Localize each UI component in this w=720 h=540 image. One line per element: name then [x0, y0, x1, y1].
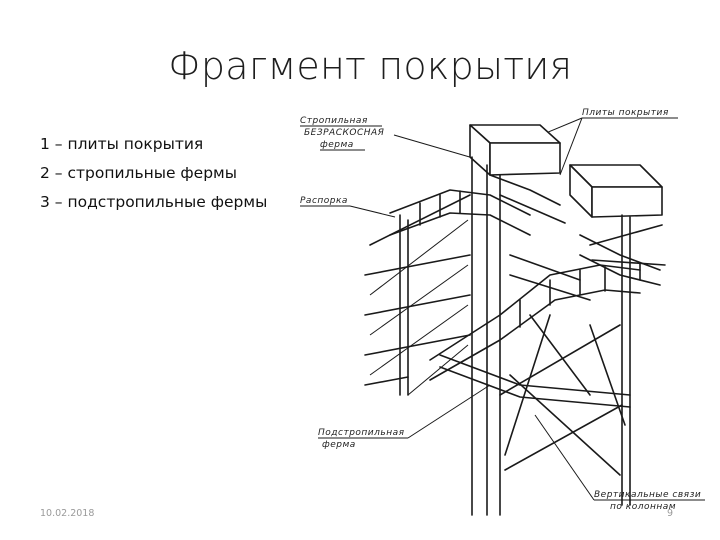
- label-bracing-1: Вертикальные связи: [594, 490, 701, 500]
- slide-title: Фрагмент покрытия: [168, 44, 573, 88]
- roof-structure-drawing: Стропильная БЕЗРАСКОСНАЯ ферма Плиты пок…: [300, 108, 705, 516]
- left-struts: [364, 194, 471, 396]
- label-strut: Распорка: [300, 196, 348, 206]
- vertical-bracing: [499, 314, 626, 476]
- legend-item-slabs: 1 – плиты покрытия: [40, 135, 204, 153]
- rafter-trusses: [389, 174, 661, 286]
- footer-date: 10.02.2018: [40, 508, 95, 519]
- label-slabs: Плиты покрытия: [582, 108, 669, 118]
- label-truss-2: БЕЗРАСКОСНАЯ: [304, 128, 384, 138]
- legend-item-subtrusses: 3 – подстропильные фермы: [40, 193, 268, 211]
- columns: [399, 156, 631, 516]
- legend-item-trusses: 2 – стропильные фермы: [40, 164, 237, 182]
- label-bracing-2: по колоннам: [610, 502, 676, 512]
- roof-slabs: [469, 124, 663, 218]
- label-subtruss-1: Подстропильная: [318, 428, 405, 438]
- label-truss-3: ферма: [320, 140, 354, 150]
- page-number: 9: [667, 508, 674, 519]
- label-truss-1: Стропильная: [300, 116, 368, 126]
- right-struts: [509, 224, 666, 301]
- legend-list: 1 – плиты покрытия 2 – стропильные фермы…: [40, 130, 267, 217]
- label-subtruss-2: ферма: [322, 440, 356, 450]
